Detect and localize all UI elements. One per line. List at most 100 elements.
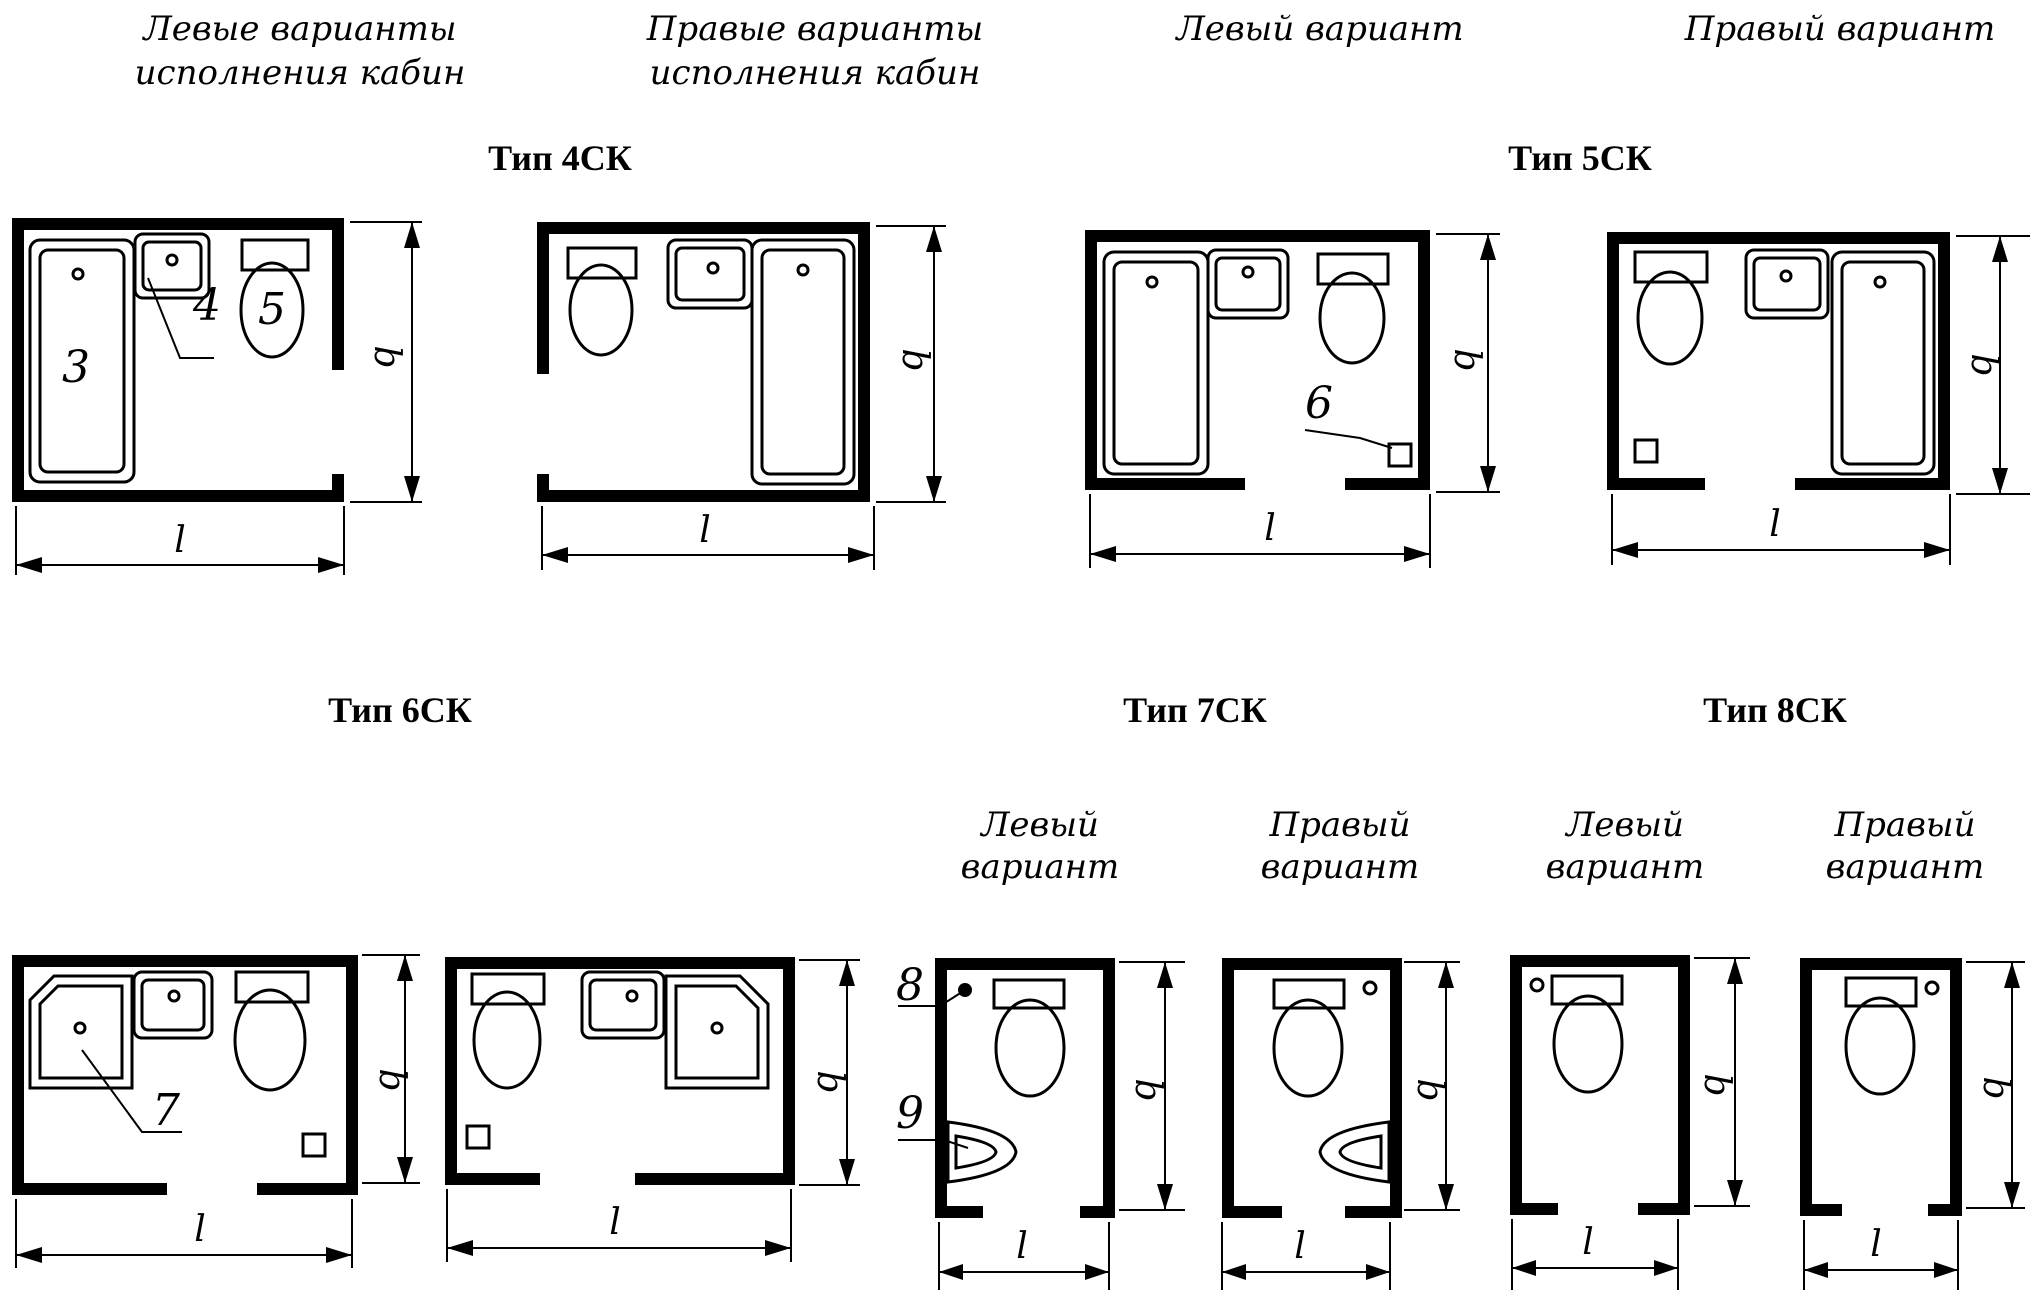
- dimension-b-arrows: [1480, 234, 1496, 492]
- wall-right: [1678, 955, 1690, 1215]
- dimension-l-label: l: [1769, 504, 1781, 545]
- plan-4ck-right: l b: [537, 222, 946, 570]
- dimension-b-arrows: [1727, 958, 1743, 1206]
- type-title-6ck: Тип 6СК: [328, 690, 472, 730]
- callout-4-leader: [147, 277, 214, 359]
- floor-drain: [1633, 438, 1659, 464]
- caption-right-variants-1: Правые варианты: [646, 9, 983, 49]
- wall-right: [783, 957, 795, 1185]
- dimension-l-label: l: [1016, 1226, 1028, 1267]
- caption-right-variant: Правый вариант: [1684, 9, 1996, 49]
- dimension-l: [15, 506, 345, 575]
- dimension-l-label: l: [699, 510, 711, 551]
- dimension-b-label: b: [366, 345, 407, 368]
- caption-8ck-right-2: вариант: [1826, 847, 1985, 887]
- toilet-bowl: [1272, 998, 1344, 1098]
- callout-5: 5: [258, 284, 286, 335]
- wall-left: [1800, 958, 1812, 1216]
- dimension-l: [1089, 494, 1431, 568]
- washbasin-drain: [1241, 265, 1255, 279]
- wall-right-lower: [332, 474, 344, 502]
- toilet-tank: [992, 978, 1066, 1010]
- toilet-tank: [1844, 976, 1918, 1008]
- wall-left: [1510, 955, 1522, 1215]
- bathtub-inner: [1112, 260, 1200, 466]
- dimension-l: [446, 1189, 792, 1262]
- dimension-b-arrows: [1438, 962, 1454, 1210]
- wall-bottom-right: [1795, 478, 1950, 490]
- wall-right: [1950, 958, 1962, 1216]
- wall-left: [935, 958, 947, 1218]
- dimension-b-label: b: [1975, 1076, 2016, 1099]
- bathtub-drain: [1145, 275, 1159, 289]
- shower-tray: [28, 974, 134, 1090]
- caption-left-variants-1: Левые варианты: [141, 9, 456, 49]
- bathtub-inner: [38, 248, 126, 474]
- callout-4: 4: [192, 280, 221, 331]
- shower-tray-inner: [674, 984, 760, 1080]
- wall-right: [1418, 230, 1430, 490]
- dimension-b-arrows: [1992, 236, 2008, 494]
- wall-top: [1222, 958, 1402, 970]
- type-title-4ck: Тип 4СК: [488, 138, 632, 178]
- wall-top: [12, 955, 358, 967]
- wall-top: [1510, 955, 1690, 967]
- caption-left-variant: Левый вариант: [1174, 9, 1463, 49]
- dimension-b: [362, 954, 420, 1184]
- wall-left-upper: [537, 222, 549, 374]
- toilet-tank: [566, 246, 638, 280]
- bathtub: [1830, 250, 1936, 476]
- urinal: [1318, 1120, 1391, 1184]
- dimension-b: [799, 959, 860, 1186]
- wall-left: [1222, 958, 1234, 1218]
- toilet-bowl: [1318, 271, 1386, 365]
- callout-9-leader: [898, 1139, 969, 1149]
- dimension-b-label: b: [809, 1070, 850, 1093]
- dimension-l: [1803, 1220, 1959, 1290]
- toilet-bowl: [1844, 996, 1916, 1096]
- wall-right: [1103, 958, 1115, 1218]
- wall-left: [445, 957, 457, 1185]
- wall-right: [858, 222, 870, 502]
- floor-drain: [465, 1124, 491, 1150]
- plan-6ck-right: l b: [445, 957, 860, 1262]
- washbasin-drain: [706, 261, 720, 275]
- wall-bottom-left: [1222, 1206, 1282, 1218]
- wall-left: [12, 218, 24, 502]
- callout-6-leader: [1304, 429, 1393, 449]
- toilet-tank: [1550, 974, 1624, 1006]
- dimension-b: [1694, 957, 1750, 1207]
- bathtub: [1102, 250, 1210, 476]
- plan-8ck-left: l b: [1510, 955, 1750, 1290]
- dimension-b: [1119, 961, 1185, 1211]
- toilet-tank: [240, 238, 310, 272]
- dimension-l-label: l: [1582, 1222, 1594, 1263]
- callout-8: 8: [896, 960, 924, 1011]
- wall-right: [1938, 232, 1950, 490]
- toilet-bowl: [568, 263, 634, 357]
- type-title-5ck: Тип 5СК: [1508, 138, 1652, 178]
- wall-top: [1607, 232, 1950, 244]
- urinal-inner: [1338, 1134, 1383, 1170]
- urinal-inner: [954, 1134, 998, 1170]
- washbasin: [132, 970, 214, 1040]
- wall-top: [935, 958, 1115, 970]
- bathtub-drain: [1873, 275, 1887, 289]
- washbasin: [666, 238, 754, 310]
- toilet-bowl: [239, 261, 305, 359]
- toilet-tank: [1272, 978, 1346, 1010]
- wall-bottom-right: [1345, 1206, 1402, 1218]
- bathtub-drain: [71, 267, 85, 281]
- plan-5ck-left: 6 l b: [1085, 230, 1500, 568]
- wall-right: [1390, 958, 1402, 1218]
- dimension-b-label: b: [1127, 1078, 1168, 1101]
- caption-7ck-right-2: вариант: [1261, 847, 1420, 887]
- wall-bottom-right: [635, 1173, 795, 1185]
- dimension-l-label: l: [1870, 1224, 1882, 1265]
- type-title-8ck: Тип 8СК: [1703, 690, 1847, 730]
- shower-drain: [73, 1021, 87, 1035]
- washbasin-inner: [141, 240, 203, 292]
- floor-drain: [301, 1132, 327, 1158]
- dimension-l-label: l: [1294, 1226, 1306, 1267]
- dimension-l: [15, 1199, 353, 1268]
